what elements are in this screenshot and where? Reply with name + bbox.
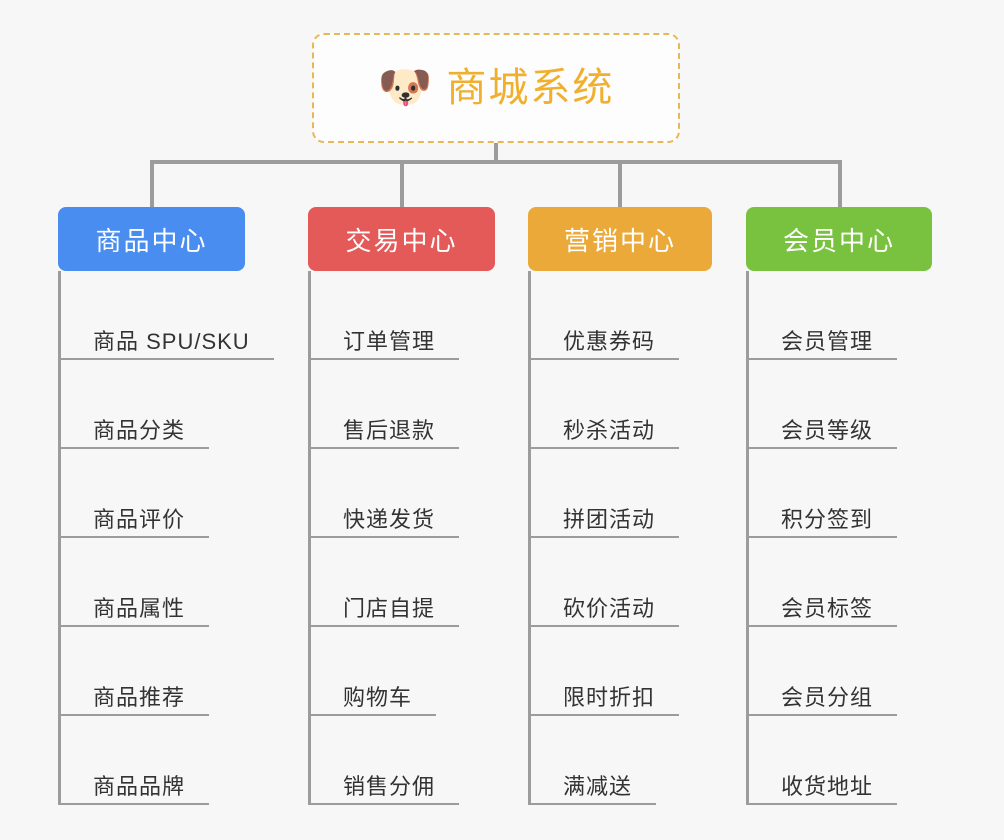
leaf-item-label: 商品 SPU/SKU xyxy=(93,328,250,354)
category-node-2[interactable]: 交易中心 xyxy=(308,207,495,271)
leaf-item-label: 会员标签 xyxy=(781,595,874,621)
leaf-item[interactable]: 会员分组 xyxy=(749,627,898,716)
branch-column-1: 商品中心商品 SPU/SKU 商品分类商品评价商品属性商品推荐商品品牌 xyxy=(58,207,274,805)
leaf-item[interactable]: 会员标签 xyxy=(749,538,898,627)
leaf-item[interactable]: 会员管理 xyxy=(749,271,898,360)
root-title: 商城系统 xyxy=(446,66,615,110)
branch-column-4: 会员中心会员管理会员等级积分签到会员标签会员分组收货地址 xyxy=(746,207,932,805)
leaf-item[interactable]: 拼团活动 xyxy=(531,449,680,538)
leaf-list-3: 优惠券码秒杀活动拼团活动砍价活动限时折扣满减送 xyxy=(528,271,712,805)
category-node-1[interactable]: 商品中心 xyxy=(58,207,245,271)
leaf-item-label: 商品品牌 xyxy=(93,773,186,799)
leaf-item-label: 会员分组 xyxy=(781,684,874,710)
leaf-item-label: 购物车 xyxy=(343,684,413,710)
leaf-item[interactable]: 会员等级 xyxy=(749,360,898,449)
leaf-item[interactable]: 销售分佣 xyxy=(311,716,460,805)
leaf-item[interactable]: 积分签到 xyxy=(749,449,898,538)
leaf-item[interactable]: 商品推荐 xyxy=(61,627,210,716)
leaf-list-4: 会员管理会员等级积分签到会员标签会员分组收货地址 xyxy=(746,271,932,805)
leaf-item[interactable]: 优惠券码 xyxy=(531,271,680,360)
category-node-3[interactable]: 营销中心 xyxy=(528,207,712,271)
branch-column-2: 交易中心订单管理售后退款快递发货门店自提购物车销售分佣 xyxy=(308,207,495,805)
category-node-4[interactable]: 会员中心 xyxy=(746,207,932,271)
leaf-item-label: 收货地址 xyxy=(781,773,874,799)
leaf-item[interactable]: 秒杀活动 xyxy=(531,360,680,449)
leaf-item-label: 快递发货 xyxy=(343,506,436,532)
connector-drop-3 xyxy=(618,160,622,207)
leaf-item[interactable]: 商品 SPU/SKU xyxy=(61,271,274,360)
leaf-item[interactable]: 门店自提 xyxy=(311,538,460,627)
leaf-item-label: 订单管理 xyxy=(343,328,436,354)
leaf-item-label: 销售分佣 xyxy=(343,773,436,799)
connector-root-stem xyxy=(494,143,498,163)
leaf-item[interactable]: 快递发货 xyxy=(311,449,460,538)
leaf-item-label: 会员等级 xyxy=(781,417,874,443)
leaf-item-label: 优惠券码 xyxy=(563,328,656,354)
leaf-item[interactable]: 砍价活动 xyxy=(531,538,680,627)
leaf-item-label: 砍价活动 xyxy=(563,595,656,621)
leaf-item-label: 秒杀活动 xyxy=(563,417,656,443)
root-node[interactable]: 🐶 商城系统 xyxy=(312,33,680,143)
leaf-list-1: 商品 SPU/SKU 商品分类商品评价商品属性商品推荐商品品牌 xyxy=(58,271,274,805)
leaf-item[interactable]: 商品分类 xyxy=(61,360,210,449)
leaf-item-label: 满减送 xyxy=(563,773,633,799)
leaf-list-2: 订单管理售后退款快递发货门店自提购物车销售分佣 xyxy=(308,271,495,805)
leaf-item-label: 商品分类 xyxy=(93,417,186,443)
leaf-item[interactable]: 订单管理 xyxy=(311,271,460,360)
leaf-item-label: 商品推荐 xyxy=(93,684,186,710)
leaf-item[interactable]: 收货地址 xyxy=(749,716,898,805)
leaf-item[interactable]: 商品属性 xyxy=(61,538,210,627)
leaf-item-label: 拼团活动 xyxy=(563,506,656,532)
leaf-item-label: 会员管理 xyxy=(781,328,874,354)
leaf-item[interactable]: 购物车 xyxy=(311,627,437,716)
leaf-item-label: 售后退款 xyxy=(343,417,436,443)
dog-face-icon: 🐶 xyxy=(377,63,433,112)
connector-drop-4 xyxy=(838,160,842,207)
leaf-item[interactable]: 限时折扣 xyxy=(531,627,680,716)
leaf-item[interactable]: 商品评价 xyxy=(61,449,210,538)
leaf-item[interactable]: 商品品牌 xyxy=(61,716,210,805)
connector-bus xyxy=(150,160,842,164)
leaf-item[interactable]: 售后退款 xyxy=(311,360,460,449)
connector-drop-2 xyxy=(400,160,404,207)
leaf-item-label: 限时折扣 xyxy=(563,684,656,710)
leaf-item[interactable]: 满减送 xyxy=(531,716,657,805)
leaf-item-label: 门店自提 xyxy=(343,595,436,621)
leaf-item-label: 积分签到 xyxy=(781,506,874,532)
leaf-item-label: 商品评价 xyxy=(93,506,186,532)
branch-column-3: 营销中心优惠券码秒杀活动拼团活动砍价活动限时折扣满减送 xyxy=(528,207,712,805)
connector-drop-1 xyxy=(150,160,154,207)
leaf-item-label: 商品属性 xyxy=(93,595,186,621)
